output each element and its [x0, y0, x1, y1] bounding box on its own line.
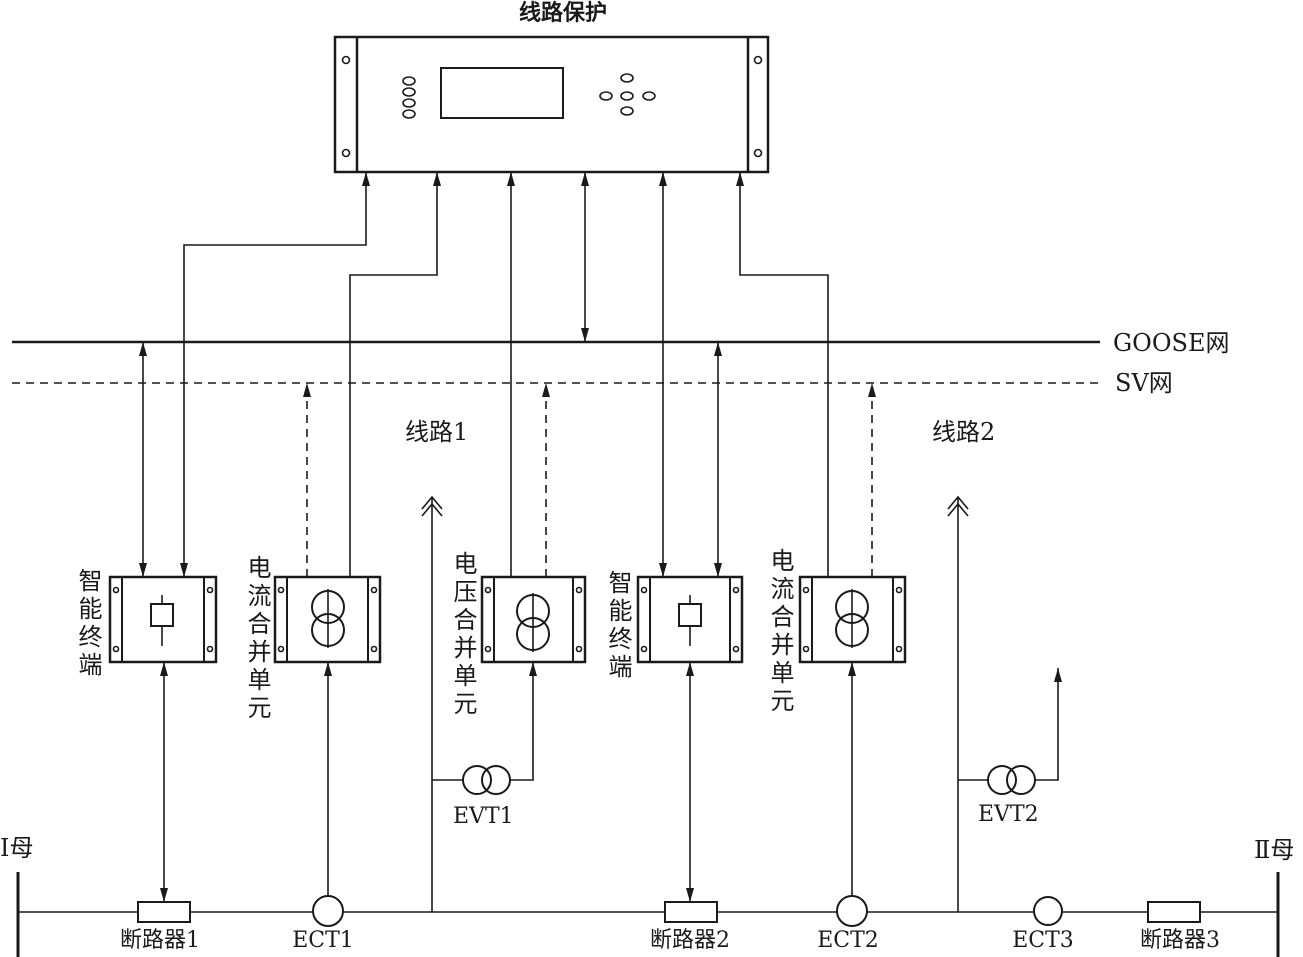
- rack-screw-hole: [341, 148, 351, 158]
- unit-screw: [484, 645, 492, 653]
- transformer-winding-icon: [835, 613, 869, 647]
- feeder-line-1-label: 线路1: [405, 418, 469, 446]
- current-mu-1-box: [273, 575, 382, 664]
- transformer-winding-icon: [311, 590, 345, 624]
- unit-screw: [112, 586, 120, 594]
- evt1-to-voltage-mu-link: [510, 662, 537, 781]
- evt2-winding-icon: [987, 765, 1017, 795]
- feeder-line-1-terminal-chevron: [421, 495, 443, 510]
- breaker-1-label: 断路器1: [120, 928, 200, 953]
- unit-screw: [640, 586, 648, 594]
- unit-screw: [640, 645, 648, 653]
- evt2-output-link: [1035, 668, 1062, 781]
- unit-screw: [370, 586, 378, 594]
- smart-terminal-2-label: 智能终端: [604, 570, 632, 682]
- unit-screw: [802, 586, 810, 594]
- ect1-label: ECT1: [292, 928, 354, 953]
- unit-screw: [206, 645, 214, 653]
- voltage-mu-label: 电压合并单元: [449, 551, 477, 719]
- unit-screw: [895, 586, 903, 594]
- unit-screw: [802, 645, 810, 653]
- smart-terminal-1-label: 智能终端: [74, 568, 102, 680]
- unit-screw: [575, 645, 583, 653]
- smart-terminal-2-box: [636, 575, 744, 664]
- sv-link-current-mu-2: [736, 172, 829, 577]
- voltage-mu-box: [480, 575, 587, 664]
- feeder-line-2-terminal-chevron: [947, 495, 969, 510]
- current-mu-2-label: 电流合并单元: [766, 548, 794, 716]
- unit-screw: [277, 645, 285, 653]
- rack-screw-hole: [341, 55, 351, 65]
- rack-screw-hole: [753, 148, 763, 158]
- sv-link-current-mu-1: [349, 172, 441, 577]
- unit-screw: [732, 586, 740, 594]
- unit-screw: [206, 586, 214, 594]
- indicator-led: [402, 109, 416, 119]
- evt1-winding-icon: [481, 765, 511, 795]
- smart-terminal-1-box: [108, 575, 218, 664]
- indicator-led: [402, 76, 416, 86]
- unit-screw: [112, 645, 120, 653]
- unit-screw: [277, 586, 285, 594]
- evt2-label: EVT2: [978, 802, 1039, 827]
- goose-network-label: GOOSE网: [1113, 329, 1230, 357]
- evt2-winding-icon: [1006, 765, 1036, 795]
- sv-network-label: SV网: [1115, 369, 1173, 397]
- transformer-winding-icon: [311, 613, 345, 647]
- feeder-line-1-terminal-chevron: [421, 502, 443, 517]
- current-mu-2-box: [798, 575, 907, 664]
- transformer-winding-icon: [835, 590, 869, 624]
- unit-screw: [575, 586, 583, 594]
- protection-device-title: 线路保护: [518, 0, 607, 26]
- protection-device: [333, 35, 770, 174]
- breaker-1-symbol: [137, 901, 191, 923]
- unit-case: [108, 575, 218, 664]
- transformer-winding-icon: [516, 594, 550, 628]
- keypad-button: [642, 91, 656, 101]
- ect3-label: ECT3: [1012, 928, 1074, 953]
- device-display-screen: [440, 67, 564, 119]
- device-chassis: [333, 35, 770, 174]
- transformer-winding-icon: [516, 617, 550, 651]
- trip-link-smart-terminal-1: [180, 172, 370, 577]
- breaker-3-symbol: [1147, 901, 1201, 923]
- indicator-led: [402, 87, 416, 97]
- keypad-button: [620, 91, 634, 101]
- ect2-label: ECT2: [817, 928, 879, 953]
- unit-screw: [895, 645, 903, 653]
- feeder-line-2-terminal-chevron: [947, 502, 969, 517]
- breaker-2-symbol: [664, 901, 718, 923]
- unit-case: [636, 575, 744, 664]
- evt1-label: EVT1: [453, 804, 514, 829]
- unit-screw: [484, 586, 492, 594]
- breaker-2-label: 断路器2: [650, 928, 730, 953]
- keypad-button: [620, 106, 634, 116]
- ect2-symbol: [836, 895, 868, 927]
- rack-screw-hole: [753, 55, 763, 65]
- ect1-symbol: [312, 895, 344, 927]
- indicator-led: [402, 98, 416, 108]
- unit-screw: [370, 645, 378, 653]
- bus-2-label: Ⅱ母: [1254, 836, 1295, 864]
- feeder-line-2-label: 线路2: [932, 418, 996, 446]
- breaker-3-label: 断路器3: [1140, 928, 1220, 953]
- unit-screw: [732, 645, 740, 653]
- bus-1-label: Ⅰ母: [0, 834, 34, 862]
- current-mu-1-label: 电流合并单元: [243, 555, 271, 723]
- keypad-button: [599, 91, 613, 101]
- ect3-symbol: [1033, 896, 1063, 926]
- keypad-button: [620, 73, 634, 83]
- evt1-winding-icon: [462, 765, 492, 795]
